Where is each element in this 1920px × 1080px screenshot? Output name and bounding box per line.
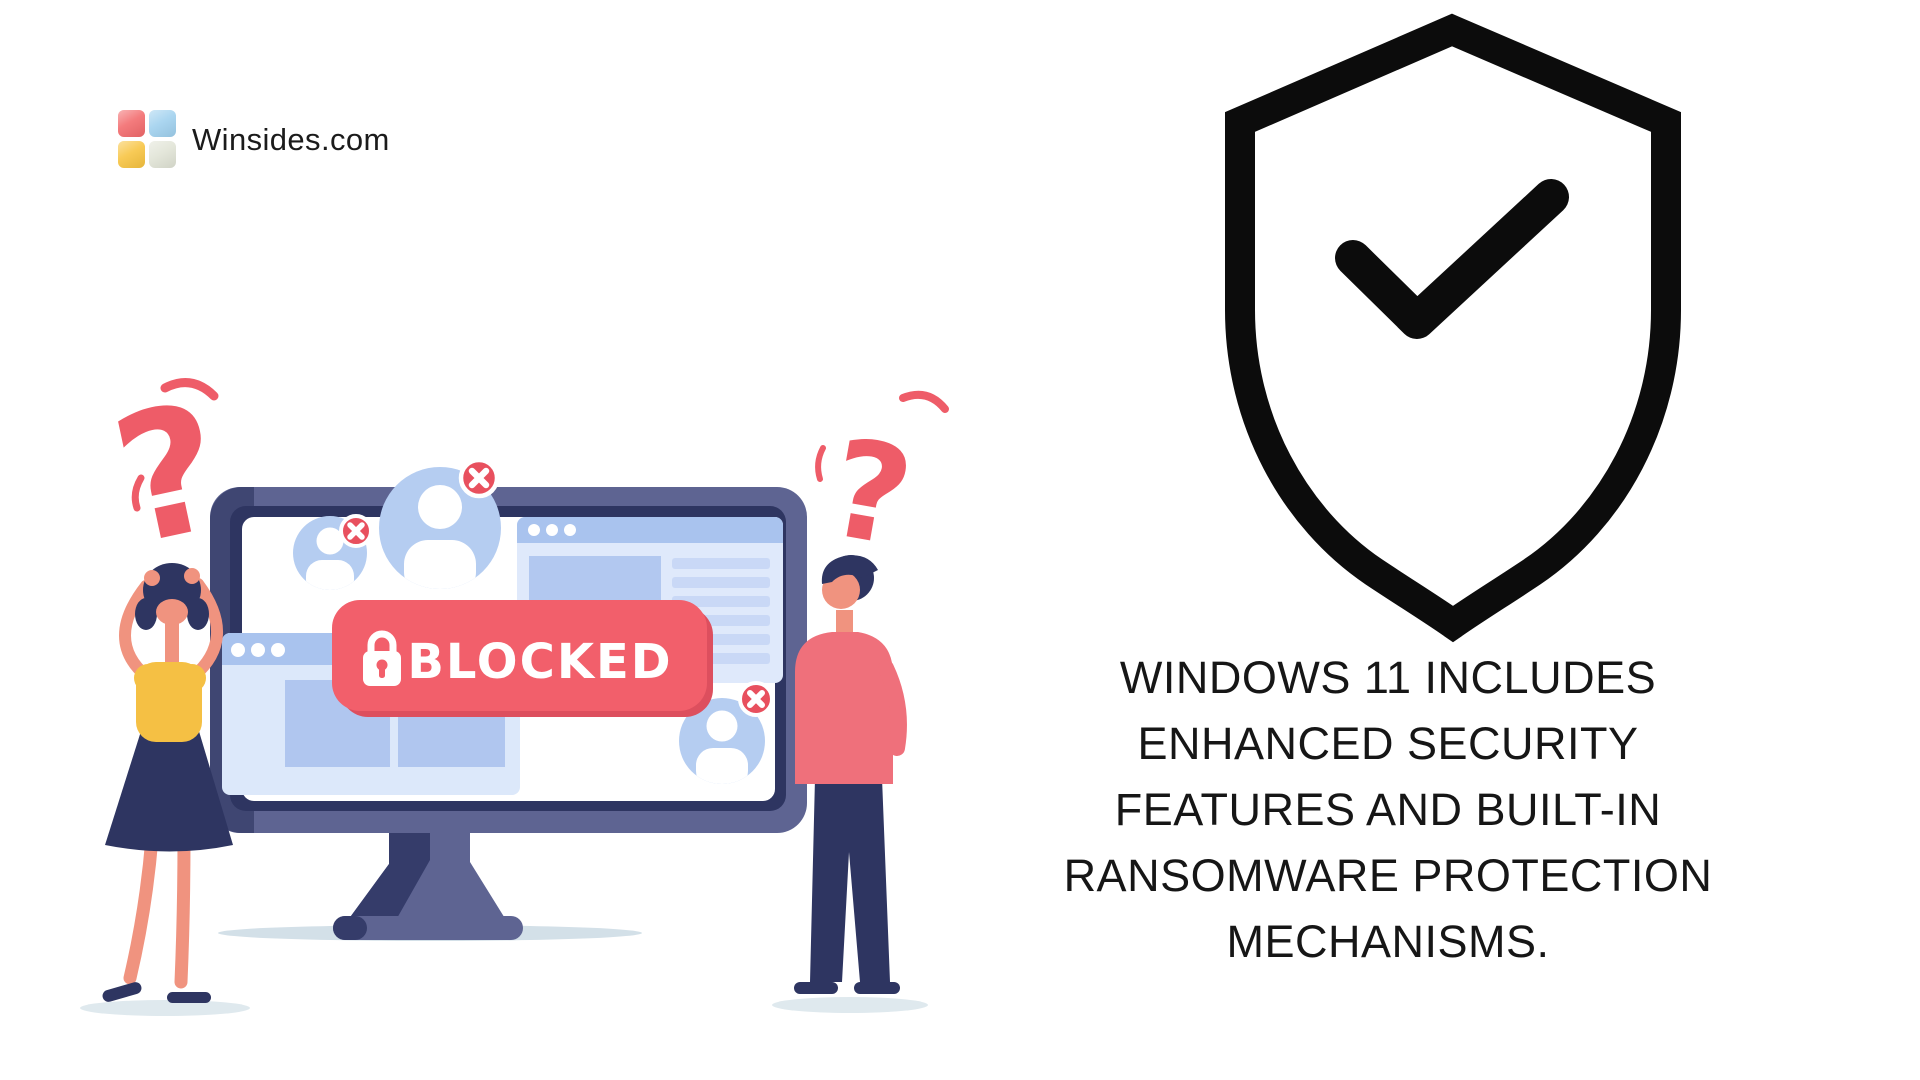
question-mark-left: ?: [98, 366, 240, 586]
avatar-bottom: [679, 681, 774, 784]
caption-line: MECHANISMS.: [1226, 916, 1550, 967]
svg-text:?: ?: [818, 409, 922, 577]
caption-line: RANSOMWARE PROTECTION: [1063, 850, 1713, 901]
avatar-small: [293, 514, 373, 590]
logo-square-blue: [149, 110, 176, 137]
logo-square-red: [118, 110, 145, 137]
question-mark-right: ?: [815, 390, 949, 577]
blocked-illustration: BLOCKED ? ?: [80, 366, 949, 1016]
caption-line: FEATURES AND BUILT-IN: [1114, 784, 1662, 835]
monitor-stand: [333, 833, 523, 940]
caption: WINDOWS 11 INCLUDES ENHANCED SECURITY FE…: [1058, 645, 1718, 975]
x-badge-icon: [458, 457, 500, 499]
lock-icon: [363, 630, 401, 686]
man-character: [794, 555, 907, 994]
caption-line: WINDOWS 11 INCLUDES: [1119, 652, 1657, 703]
blocked-label: BLOCKED: [407, 634, 672, 690]
logo-square-yellow: [118, 141, 145, 168]
caption-line: ENHANCED SECURITY: [1137, 718, 1639, 769]
svg-text:?: ?: [98, 366, 240, 586]
avatar-large: [379, 457, 501, 589]
windows-grid-icon: [118, 110, 176, 168]
logo-square-sage: [149, 141, 176, 168]
check-mark: [1335, 179, 1569, 339]
brand-name: Winsides.com: [192, 122, 390, 157]
shield-check-icon: [1225, 13, 1681, 643]
woman-character: [102, 563, 233, 1003]
x-badge-icon: [339, 514, 373, 548]
x-badge-icon: [738, 681, 774, 717]
brand: Winsides.com: [118, 110, 390, 168]
blocked-banner: BLOCKED: [332, 600, 713, 717]
